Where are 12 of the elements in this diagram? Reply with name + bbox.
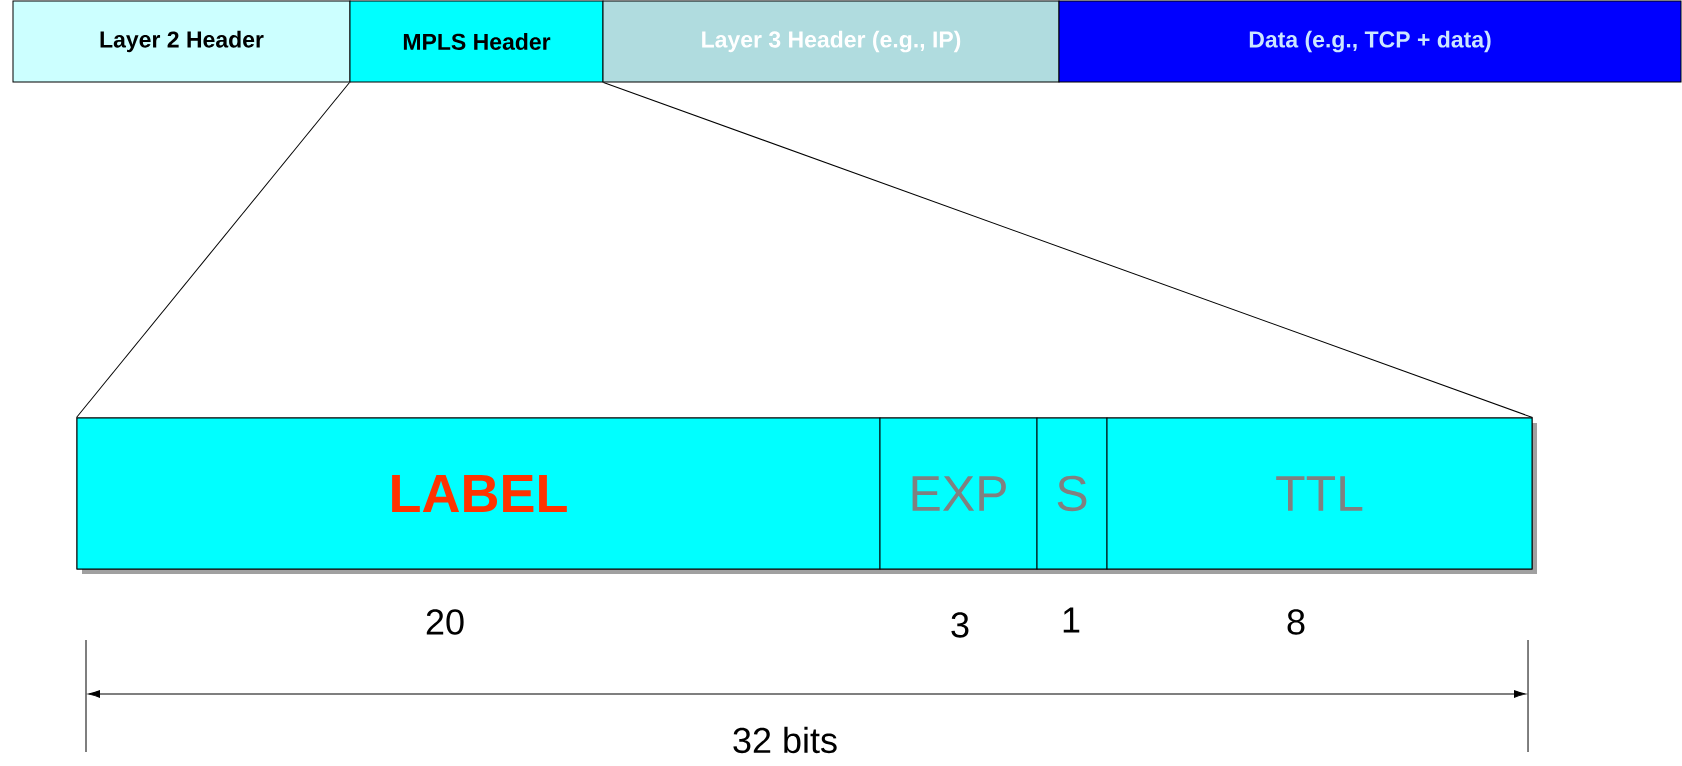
leader-line [603,82,1533,418]
header-field: Data (e.g., TCP + data) [1058,0,1682,83]
dimension-label: 32 bits [733,726,837,754]
leader-line [76,82,350,418]
header-field: Layer 2 Header [12,0,351,83]
bit-count: 8 [1287,609,1305,635]
bit-count: 20 [426,609,464,635]
header-field: Layer 3 Header (e.g., IP) [602,0,1060,83]
bit-count: 3 [951,612,969,638]
bit-count: 1 [1063,607,1080,633]
s-field: S [1036,417,1108,570]
header-field: MPLS Header [349,0,604,83]
